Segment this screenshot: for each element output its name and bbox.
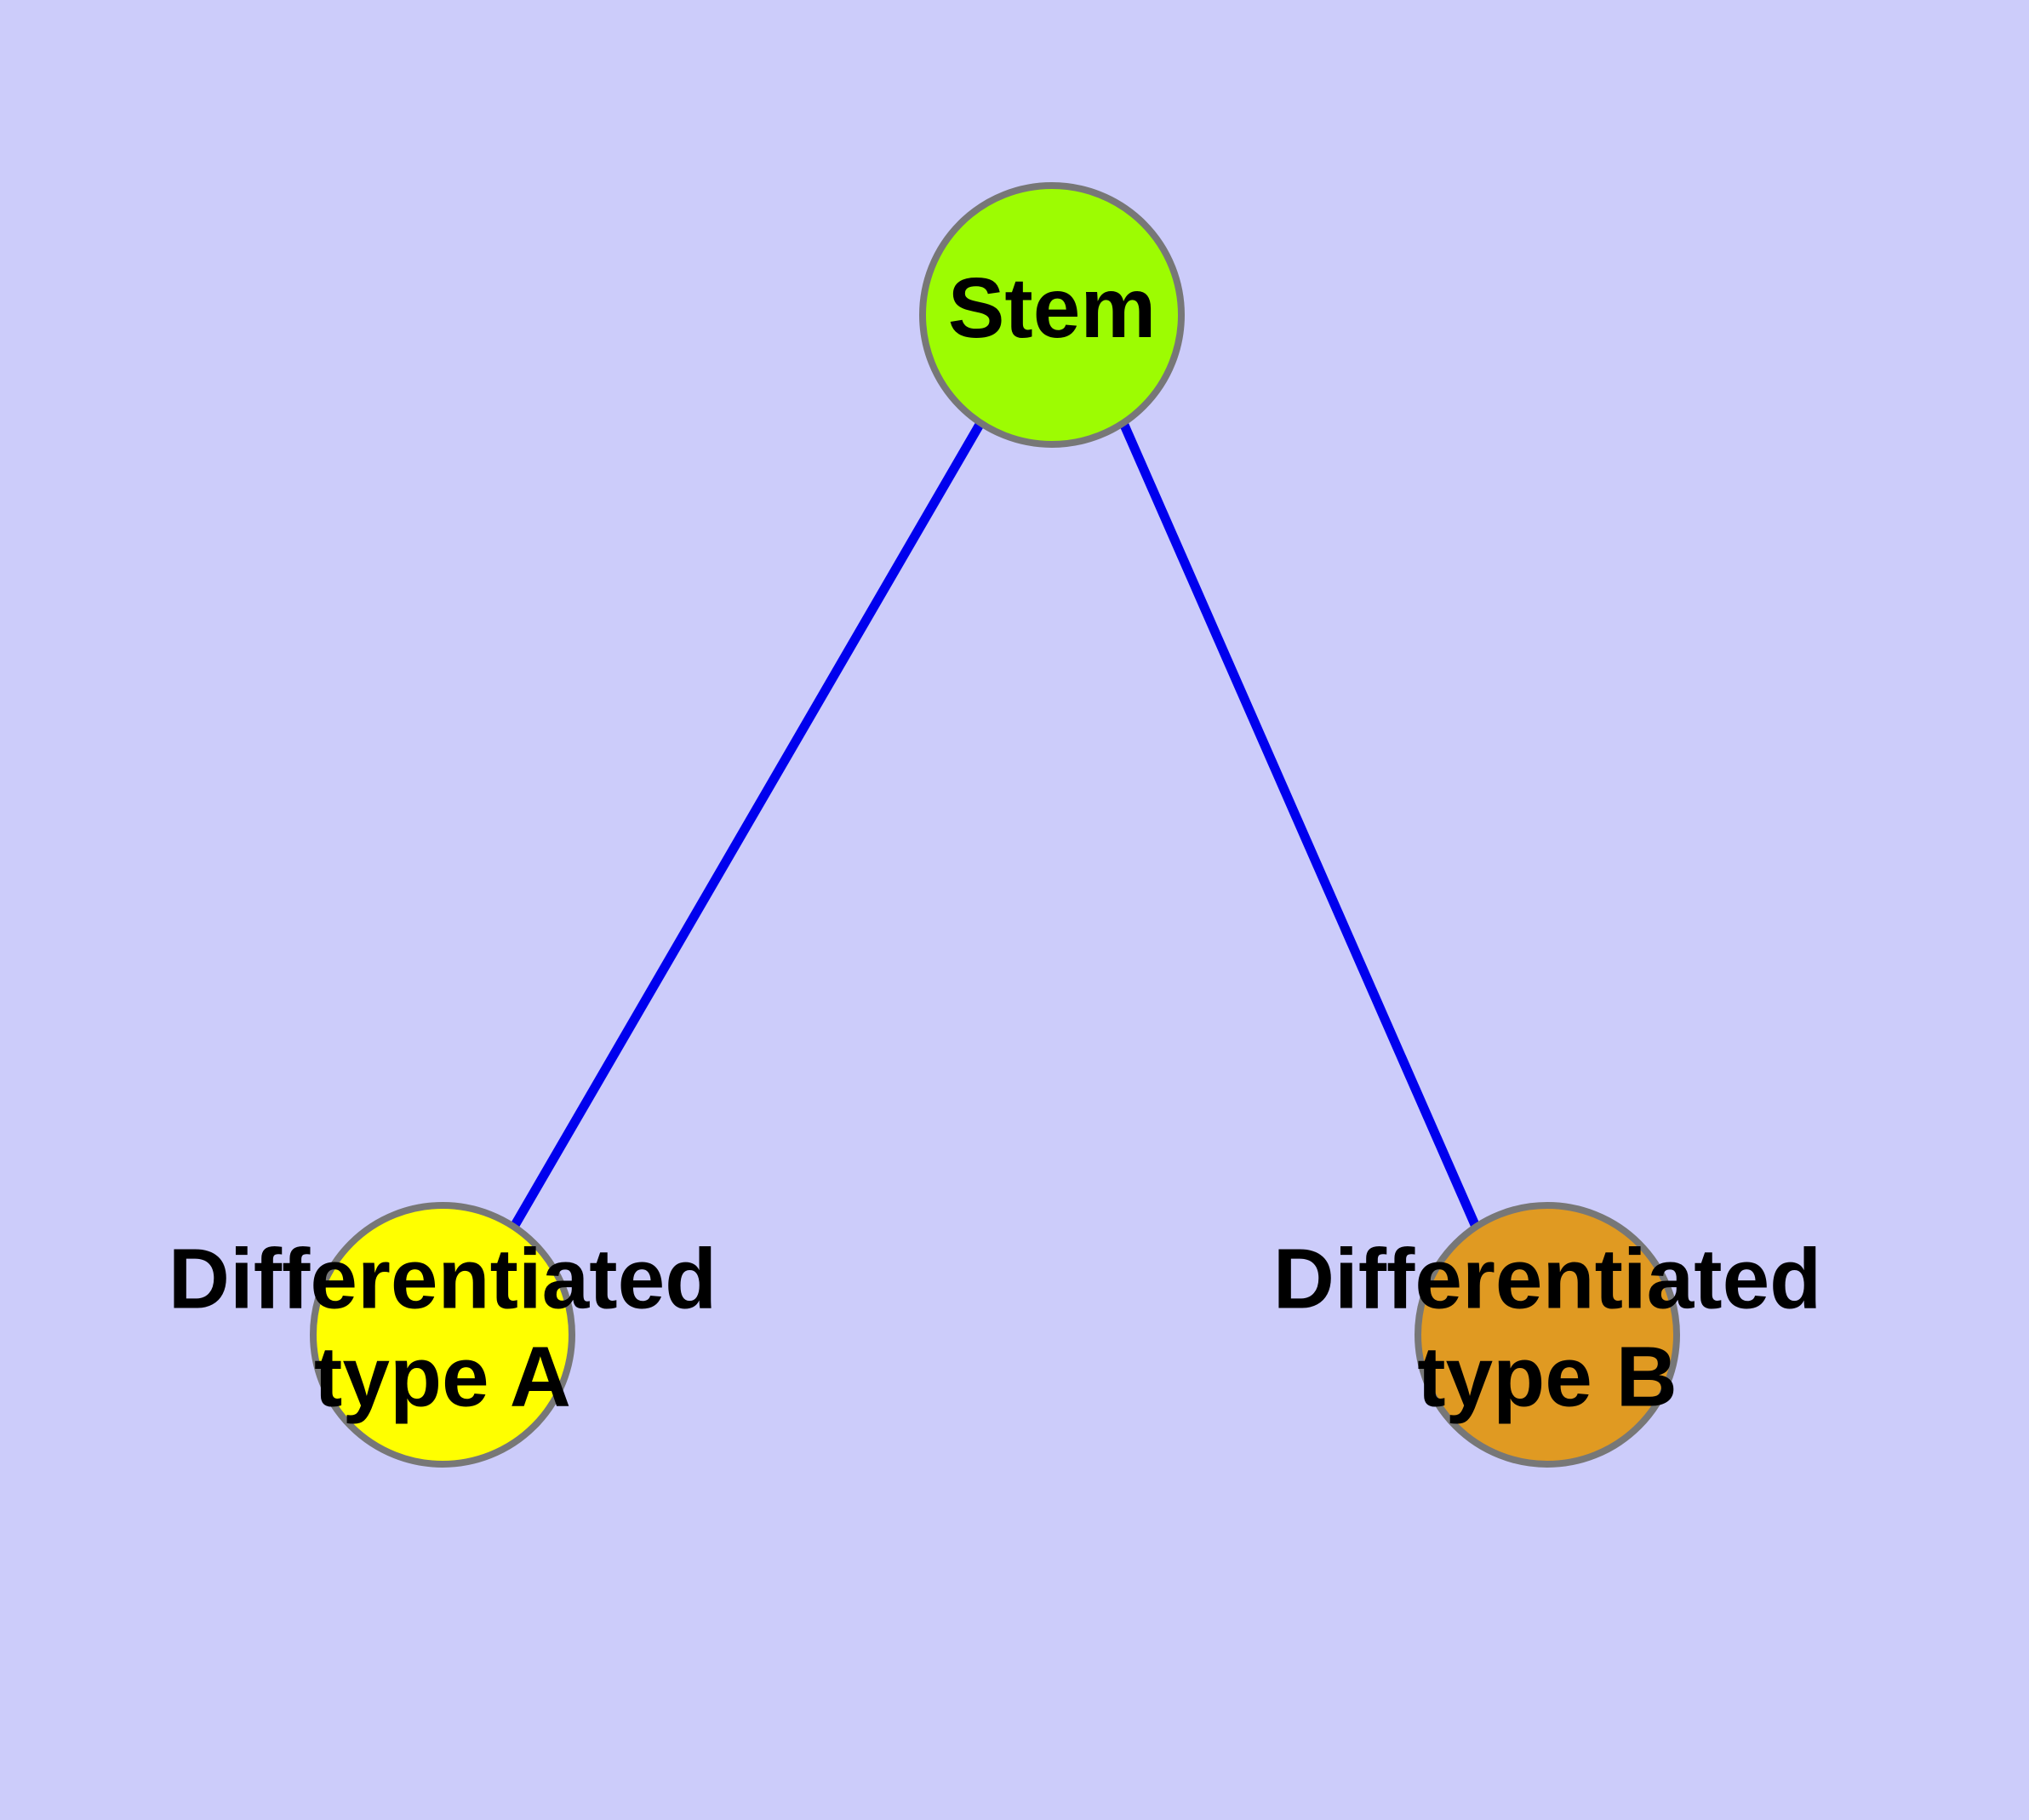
edge-stem-to-differentiated-type-b[interactable] <box>1118 421 1481 1229</box>
node-label-line: Differentiated <box>169 1232 717 1327</box>
node-label-line: Stem <box>948 260 1157 356</box>
edges-group <box>510 421 1481 1229</box>
node-label-line: type A <box>314 1330 571 1425</box>
node-circle-differentiated-type-a[interactable] <box>310 1202 575 1468</box>
edge-stem-to-differentiated-type-a[interactable] <box>510 421 985 1229</box>
node-label-line: type B <box>1417 1330 1677 1425</box>
node-label-line: Differentiated <box>1273 1232 1822 1327</box>
node-label-stem: Stem <box>948 260 1157 356</box>
node-stem[interactable]: Stem <box>919 182 1185 448</box>
node-circle-stem[interactable] <box>919 182 1185 448</box>
node-circle-differentiated-type-b[interactable] <box>1415 1202 1680 1468</box>
